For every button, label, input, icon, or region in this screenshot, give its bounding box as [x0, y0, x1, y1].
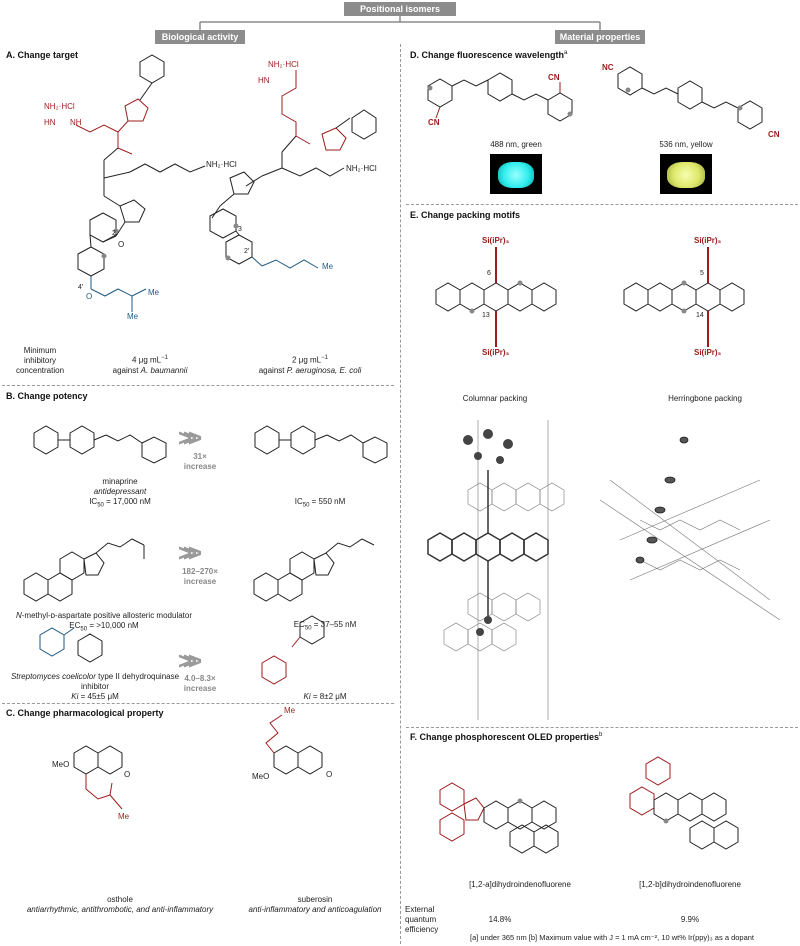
a-m2-pos3: 3	[238, 226, 242, 233]
section-d-title: D. Change fluorescence wavelengtha	[410, 50, 568, 60]
b-r3-fold: 4.0–8.3×increase	[183, 674, 217, 693]
a-m2-mic: 2 μg mL−1 against P. aeruginosa, E. coli	[258, 355, 362, 375]
section-a-structures	[75, 54, 377, 312]
section-e-title: E. Change packing motifs	[410, 210, 521, 220]
header-title: Positional isomers	[344, 2, 456, 16]
header-right-pill: Material properties	[555, 30, 645, 44]
a-m1-me1: Me	[148, 288, 160, 297]
a-m1-o: O	[118, 240, 125, 249]
c-m1-o: O	[124, 770, 131, 779]
c-m2-meo: MeO	[252, 772, 270, 781]
e-herringbone-crystal-image	[599, 436, 781, 621]
c-m1-caption: osthole antiarrhythmic, antithrombotic, …	[26, 895, 214, 914]
d-m2-cn: CN	[768, 130, 780, 139]
c-m2-caption: suberosin anti-inflammatory and anticoag…	[248, 895, 382, 914]
a-m2-nh2hcl-2: NH₂·HCl	[346, 164, 377, 173]
a-m2-me1: Me	[322, 262, 334, 271]
a-m2-hn: HN	[258, 76, 270, 85]
b-r1-left-caption: minaprine antidepressant IC50 = 17,000 n…	[89, 477, 151, 509]
b-r1-right-caption: IC50 = 550 nM	[294, 497, 346, 509]
a-m1-nh2hcl-2: NH₂·HCl	[206, 160, 237, 169]
a-m1-hn: HN	[44, 118, 56, 127]
f-m2-eqe: 9.9%	[680, 915, 700, 924]
a-m1-pos4: 4′	[78, 284, 84, 291]
d-m2-nc: NC	[602, 63, 614, 72]
section-c-title: C. Change pharmacological property	[6, 708, 164, 718]
header-connector	[199, 16, 601, 30]
divider-B-C	[2, 703, 394, 704]
section-e-structures	[435, 247, 745, 347]
e-m1-si-bottom: Si(iPr)₃	[482, 348, 510, 357]
header-left-pill: Biological activity	[155, 30, 245, 44]
e-columnar-crystal-image	[427, 420, 565, 720]
section-f-title: F. Change phosphorescent OLED properties…	[410, 732, 603, 742]
e-m1-si-top: Si(iPr)₃	[482, 236, 510, 245]
e-m1-pos-a: 6	[487, 270, 491, 277]
f-m1-name: [1,2-a]dihydroindenofluorene	[469, 880, 571, 889]
e-m2-label: Herringbone packing	[668, 394, 742, 403]
a-m1-nh2hcl: NH₂·HCl	[44, 102, 75, 111]
e-m2-pos-a: 5	[700, 270, 704, 277]
b-r3-right-caption: Ki = 8±2 μM	[303, 692, 347, 701]
b-r1-arrow: >>>	[178, 425, 202, 452]
f-m2-name: [1,2-b]dihydroindenofluorene	[639, 880, 741, 889]
a-m1-mic: 4 μg mL−1 against A. baumannii	[112, 355, 188, 375]
e-m2-si-top: Si(iPr)₃	[694, 236, 722, 245]
d-m2-label: 536 nm, yellow	[659, 140, 713, 149]
center-divider	[400, 44, 401, 944]
e-m1-label: Columnar packing	[462, 394, 528, 403]
section-d-structures	[427, 66, 763, 130]
divider-A-B	[2, 385, 394, 386]
d-m1-cn-right: CN	[548, 73, 560, 82]
c-m2-me: Me	[284, 706, 296, 715]
a-m2-nh2hcl: NH₂·HCl	[268, 60, 299, 69]
b-r3-arrow: >>>	[178, 648, 202, 675]
f-footnote: [a] under 365 nm [b] Maximum value with …	[470, 933, 755, 942]
section-a-title: A. Change target	[6, 50, 79, 60]
b-r2-left-caption: N-methyl-ᴅ-aspartate positive allosteric…	[15, 611, 193, 633]
divider-D-E	[406, 204, 798, 205]
a-m1-me2: Me	[127, 312, 139, 321]
a-m1-o2: O	[86, 292, 93, 301]
d-m1-photo	[490, 154, 542, 194]
c-m1-meo: MeO	[52, 760, 70, 769]
d-m1-cn-left: CN	[428, 118, 440, 127]
divider-E-F	[406, 727, 798, 728]
c-m1-me: Me	[118, 812, 130, 821]
b-r2-arrow: >>>	[178, 540, 202, 567]
section-b-title: B. Change potency	[6, 391, 88, 401]
b-r2-right-caption: EC50 = 37–55 nM	[293, 620, 357, 632]
b-r1-fold: 31×increase	[183, 452, 217, 471]
section-f-structures	[439, 756, 739, 854]
section-b-structures	[23, 425, 388, 685]
d-m1-label: 488 nm, green	[490, 140, 542, 149]
c-m2-o: O	[326, 770, 333, 779]
a-m2-pos2p: 2′	[244, 248, 250, 255]
b-r3-left-caption: Streptomyces coelicolor type II dehydroq…	[10, 672, 180, 701]
section-c-structures	[73, 714, 323, 810]
d-m2-photo	[660, 154, 712, 194]
f-m1-eqe: 14.8%	[488, 915, 512, 924]
e-m1-pos-b: 13	[482, 312, 490, 319]
a-m1-pos2: 2	[112, 230, 116, 237]
e-m2-si-bottom: Si(iPr)₃	[694, 348, 722, 357]
a-m1-nh: NH	[70, 118, 82, 127]
e-m2-pos-b: 14	[696, 312, 704, 319]
b-r2-fold: 182–270×increase	[182, 567, 218, 586]
